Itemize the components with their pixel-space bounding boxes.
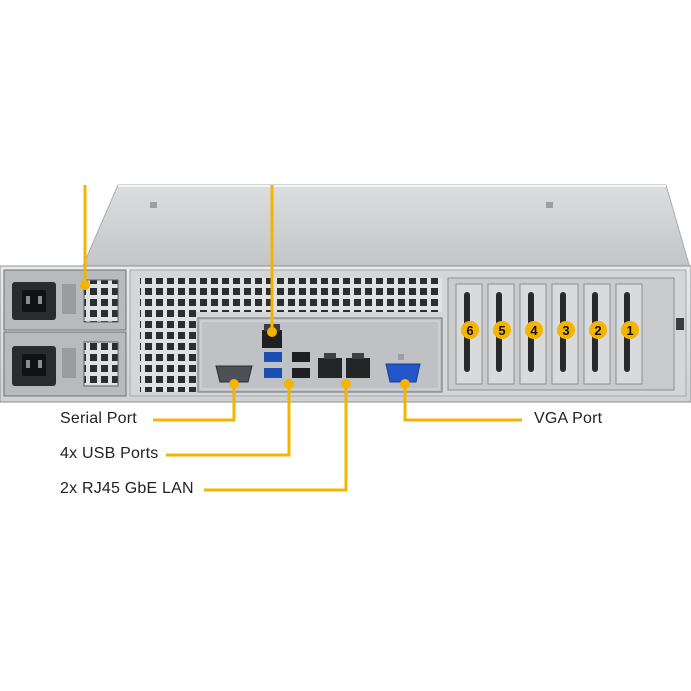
expansion-slot-3: 3 <box>551 283 579 385</box>
expansion-slot-2: 2 <box>583 283 611 385</box>
callout-line-usb <box>166 384 291 457</box>
callout-line-serial <box>153 384 236 422</box>
slot-number-badge <box>557 321 575 339</box>
usb-ports-label: 4x USB Ports <box>60 445 159 462</box>
expansion-slot-5: 5 <box>487 283 515 385</box>
power-supply-top <box>3 269 127 331</box>
vga-port-label: VGA Port <box>534 410 603 427</box>
slot-number-text: 6 <box>466 323 473 338</box>
ventilation-grid-left <box>140 312 196 392</box>
slot-number-badge <box>461 321 479 339</box>
slot-number-badge <box>493 321 511 339</box>
slot-number-text: 4 <box>530 323 538 338</box>
callout-line-lan <box>204 384 348 492</box>
expansion-slot-6: 6 <box>455 283 483 385</box>
slot-number-text: 2 <box>594 323 601 338</box>
callout-lines <box>83 185 522 492</box>
callout-line-vga <box>403 384 522 422</box>
ventilation-grid-top <box>140 278 442 312</box>
power-supply-bottom <box>3 331 127 397</box>
slot-number-text: 1 <box>626 323 633 338</box>
slot-number-badge <box>589 321 607 339</box>
lan-ports-label: 2x RJ45 GbE LAN <box>60 480 194 497</box>
expansion-slots: 6 5 4 3 2 1 <box>455 283 643 385</box>
serial-port-label: Serial Port <box>60 410 137 427</box>
slot-number-text: 5 <box>498 323 505 338</box>
slot-number-text: 3 <box>562 323 569 338</box>
callout-dots <box>80 280 410 389</box>
chassis-top-cover <box>81 184 691 269</box>
expansion-slot-1: 1 <box>615 283 643 385</box>
expansion-slot-4: 4 <box>519 283 547 385</box>
io-shield-plate <box>197 317 443 393</box>
slot-number-badge <box>525 321 543 339</box>
slot-number-badge <box>621 321 639 339</box>
